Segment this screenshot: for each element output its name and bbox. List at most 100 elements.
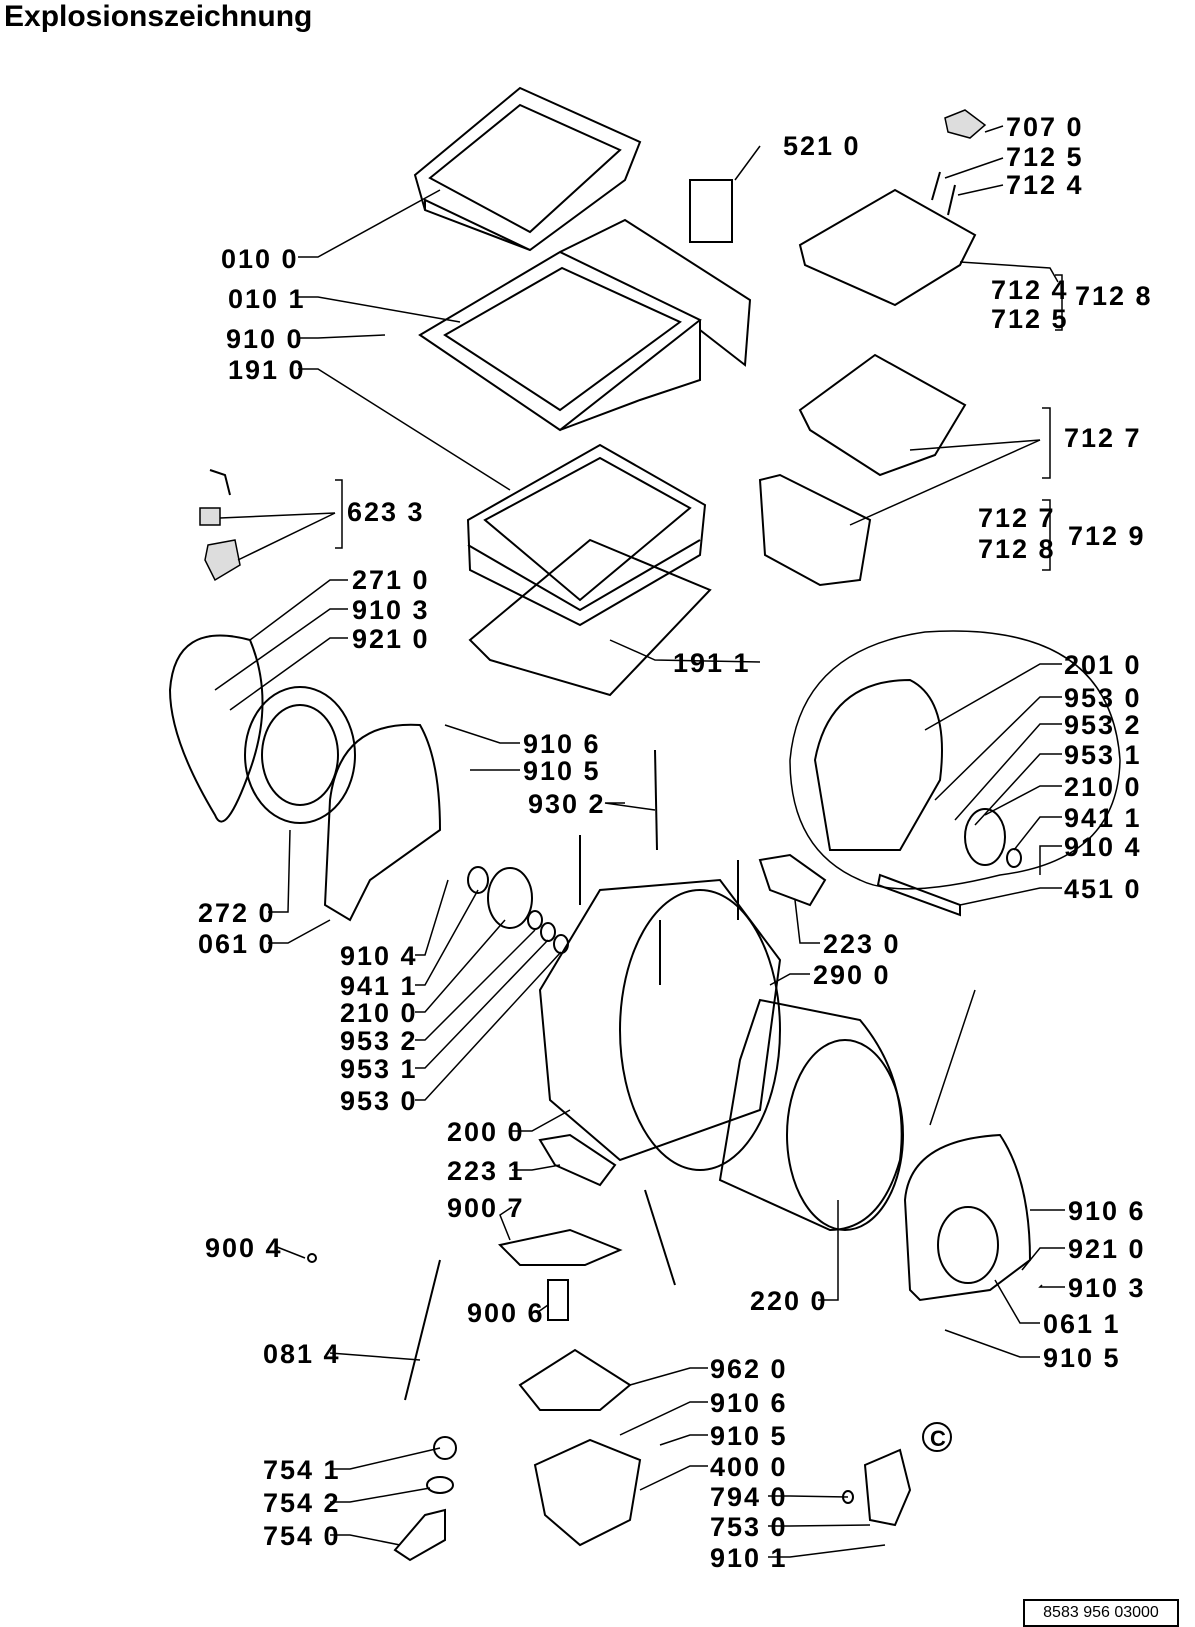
part-switch-wire xyxy=(209,469,231,496)
part-753-0 xyxy=(863,1448,912,1527)
part-754-1 xyxy=(433,1436,457,1460)
label-010-0: 010 0 xyxy=(221,244,299,274)
label-953-0-left: 953 0 xyxy=(340,1086,418,1116)
label-712-4: 712 4 xyxy=(991,275,1069,305)
label-210-0-left: 210 0 xyxy=(340,998,418,1028)
label-061-1: 061 1 xyxy=(1043,1309,1121,1339)
label-921-0-right: 921 0 xyxy=(1068,1234,1146,1264)
part-pin-712-4 xyxy=(947,184,956,216)
page-title: Explosionszeichnung xyxy=(4,0,313,33)
part-cross-210-0 xyxy=(487,867,533,929)
label-191-1: 191 1 xyxy=(673,648,751,678)
part-seal-953-0 xyxy=(553,934,569,954)
label-712-5-top: 712 5 xyxy=(1006,142,1084,172)
label-900-7: 900 7 xyxy=(447,1193,525,1223)
label-451-0: 451 0 xyxy=(1064,874,1142,904)
part-side-bearing-plate xyxy=(323,723,442,922)
part-drive-belt xyxy=(168,634,264,823)
label-953-0-right: 953 0 xyxy=(1064,683,1142,713)
label-900-6: 900 6 xyxy=(467,1298,545,1328)
part-754-0 xyxy=(393,1508,446,1562)
label-930-2: 930 2 xyxy=(528,789,606,819)
label-712-4-top: 712 4 xyxy=(1006,170,1084,200)
label-081-4: 081 4 xyxy=(263,1339,341,1369)
part-shock-absorber-081-4 xyxy=(404,1259,441,1401)
label-707-0: 707 0 xyxy=(1006,112,1084,142)
part-gasket xyxy=(468,538,712,697)
part-heater xyxy=(876,873,961,917)
label-910-4-left: 910 4 xyxy=(340,941,418,971)
part-pulley xyxy=(244,686,356,824)
label-941-1-left: 941 1 xyxy=(340,971,418,1001)
label-753-0: 753 0 xyxy=(710,1512,788,1542)
label-910-4-right: 910 4 xyxy=(1064,832,1142,862)
circle-marker-letter: C xyxy=(930,1426,946,1451)
label-712-7-group: 712 7 xyxy=(1064,423,1142,453)
part-rear-tub-half xyxy=(813,678,943,851)
label-910-3-left: 910 3 xyxy=(352,595,430,625)
part-spring-930-2 xyxy=(654,749,658,851)
label-220-0: 220 0 xyxy=(750,1286,828,1316)
label-521-0: 521 0 xyxy=(783,131,861,161)
label-712-8: 712 8 xyxy=(978,534,1056,564)
part-counterweight-223-1 xyxy=(538,1133,617,1187)
label-910-6-mid: 910 6 xyxy=(523,729,601,759)
label-223-1: 223 1 xyxy=(447,1156,525,1186)
label-900-4: 900 4 xyxy=(205,1233,283,1263)
part-cross-210-0-right xyxy=(964,808,1006,866)
part-drum xyxy=(718,998,903,1232)
label-191-0: 191 0 xyxy=(228,355,306,385)
label-910-5-bottom: 910 5 xyxy=(710,1421,788,1451)
part-pump xyxy=(533,1438,642,1547)
part-drum-back xyxy=(786,1039,904,1231)
label-754-1: 754 1 xyxy=(263,1455,341,1485)
part-labels: 010 0 010 1 910 0 191 0 623 3 271 0 910 … xyxy=(198,112,1153,1573)
label-290-0: 290 0 xyxy=(813,960,891,990)
label-061-0: 061 0 xyxy=(198,929,276,959)
part-dispenser-tray xyxy=(798,188,977,307)
part-side-bearing-plate-right xyxy=(903,1133,1032,1302)
part-tub-opening xyxy=(619,889,781,1171)
part-counterweight-223-0 xyxy=(758,853,827,907)
document-number: 8583 956 03000 xyxy=(1023,1599,1179,1627)
part-seal-953-1 xyxy=(540,922,556,942)
label-953-1-right: 953 1 xyxy=(1064,740,1142,770)
label-910-6-bottom: 910 6 xyxy=(710,1388,788,1418)
part-bearing-941-1-right xyxy=(1006,848,1022,868)
part-clip-900-4 xyxy=(307,1253,317,1263)
label-910-1: 910 1 xyxy=(710,1543,788,1573)
part-top-lid xyxy=(413,86,642,252)
part-label-plate xyxy=(689,179,733,243)
label-223-0: 223 0 xyxy=(823,929,901,959)
label-910-5-right: 910 5 xyxy=(1043,1343,1121,1373)
label-953-2-left: 953 2 xyxy=(340,1026,418,1056)
part-754-2 xyxy=(426,1476,454,1494)
label-910-5-mid: 910 5 xyxy=(523,756,601,786)
group-outline-201-0 xyxy=(789,630,1121,890)
part-tub xyxy=(538,878,782,1162)
label-910-3-right: 910 3 xyxy=(1068,1273,1146,1303)
part-switch-block xyxy=(199,507,221,526)
part-dispenser-front xyxy=(758,473,872,587)
label-623-3: 623 3 xyxy=(347,497,425,527)
label-910-0: 910 0 xyxy=(226,324,304,354)
part-shock-absorber-center xyxy=(644,1189,676,1286)
label-201-0: 201 0 xyxy=(1064,650,1142,680)
label-962-0: 962 0 xyxy=(710,1354,788,1384)
label-010-1: 010 1 xyxy=(228,284,306,314)
label-754-2: 754 2 xyxy=(263,1488,341,1518)
label-210-0-right: 210 0 xyxy=(1064,772,1142,802)
part-top-frame xyxy=(418,218,752,432)
part-900-7 xyxy=(497,1228,623,1266)
part-shield-962-0 xyxy=(518,1348,632,1411)
label-272-0: 272 0 xyxy=(198,898,276,928)
part-tub-ring xyxy=(466,443,707,627)
label-754-0: 754 0 xyxy=(263,1521,341,1551)
label-910-6-right: 910 6 xyxy=(1068,1196,1146,1226)
part-707-0 xyxy=(944,109,987,139)
part-switch-housing xyxy=(204,539,241,582)
label-712-8-group: 712 8 xyxy=(1075,281,1153,311)
part-900-6 xyxy=(547,1279,569,1321)
circle-marker xyxy=(922,1422,952,1452)
